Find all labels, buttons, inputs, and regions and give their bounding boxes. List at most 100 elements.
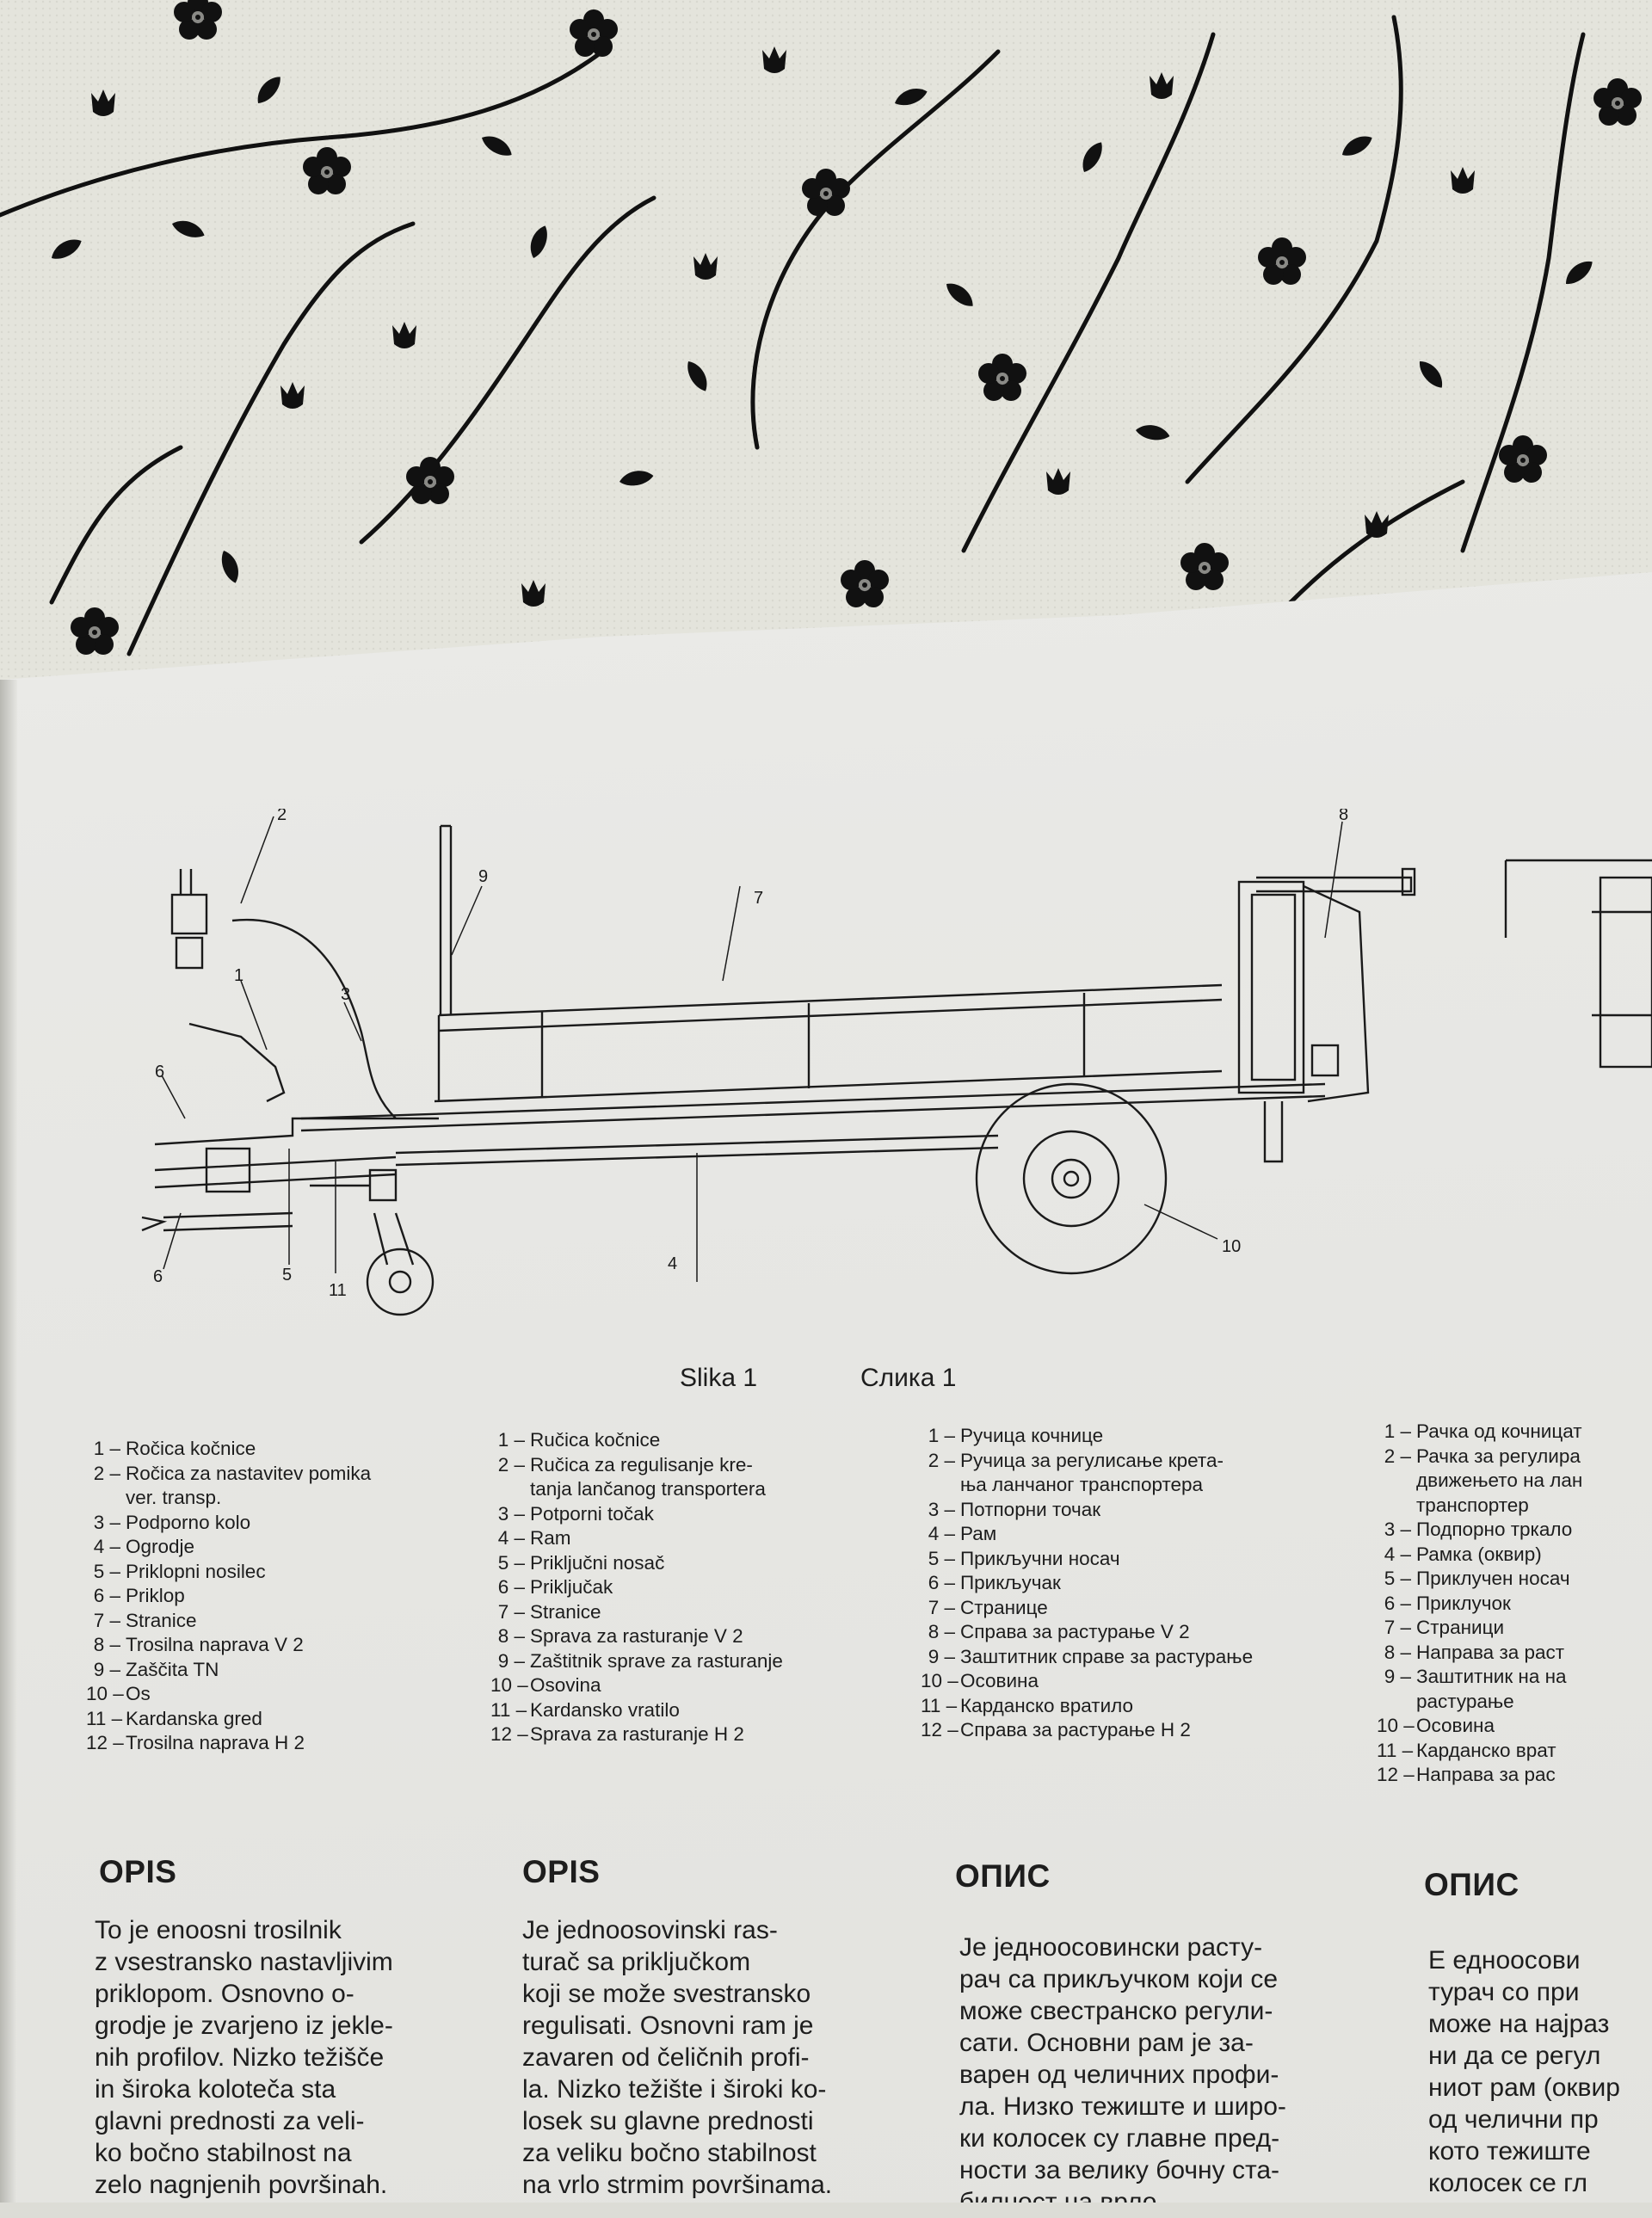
- legend-item: 7 –Stranice: [86, 1609, 371, 1634]
- legend-item-number: 7 –: [928, 1596, 955, 1618]
- legend-item-number: 5 –: [93, 1560, 120, 1582]
- legend-item-label: Potporni točak: [530, 1502, 654, 1525]
- callout-11: 11: [329, 1281, 347, 1300]
- legend-item-number: 3 –: [928, 1498, 955, 1520]
- legend-item-number: 5 –: [928, 1547, 955, 1569]
- legend-item-label: Приклучок: [1416, 1592, 1511, 1614]
- legend-item: 1 –Ručica kočnice: [490, 1428, 783, 1453]
- legend-item-label: Zaščita TN: [126, 1658, 219, 1680]
- legend-item-number: 10 –: [86, 1683, 124, 1704]
- legend-item: 4 –Рам: [921, 1522, 1253, 1547]
- legend-item: 6 –Priključak: [490, 1575, 783, 1600]
- callout-7: 7: [754, 889, 763, 908]
- legend-item-number: 9 –: [497, 1649, 525, 1672]
- legend-item-number: 1 –: [928, 1425, 955, 1446]
- legend-item-number: 11 –: [921, 1694, 958, 1716]
- legend-item: 11 –Карданско вратило: [921, 1694, 1253, 1719]
- legend-item: 3 –Potporni točak: [490, 1502, 783, 1527]
- legend-item-label: Карданско вратило: [960, 1694, 1134, 1716]
- legend-item: 4 –Рамка (оквир): [1377, 1543, 1652, 1568]
- legend-item-label: Ram: [530, 1527, 571, 1549]
- legend-item: 12 –Trosilna naprava H 2: [86, 1731, 371, 1756]
- legend-item: 10 –Осовина: [1377, 1714, 1652, 1739]
- legend-item: 8 –Справа за растурање V 2: [921, 1620, 1253, 1645]
- legend-item: 11 –Карданско врат: [1377, 1739, 1652, 1764]
- legend-item-number: 11 –: [490, 1698, 527, 1721]
- legend-item: 9 –Заштитник на на: [1377, 1665, 1652, 1690]
- legend-item-number: 6 –: [928, 1572, 955, 1593]
- legend-item-number: 4 –: [497, 1527, 525, 1549]
- body-text-line: Е едноосови: [1428, 1946, 1581, 1975]
- page-spine-shadow: [0, 680, 17, 2203]
- legend-item: 8 –Trosilna naprava V 2: [86, 1633, 371, 1658]
- legend-item: 6 –Priklop: [86, 1584, 371, 1609]
- legend-item: 12 –Sprava za rasturanje H 2: [490, 1722, 783, 1747]
- legend-item-label: Рачка за регулира: [1416, 1445, 1581, 1467]
- legend-item: 6 –Приклучок: [1377, 1592, 1652, 1617]
- legend-item-label: Рамка (оквир): [1416, 1543, 1542, 1565]
- legend-item-label: Os: [126, 1683, 151, 1704]
- body-text-line: колосек се гл: [1428, 2169, 1587, 2197]
- legend-item-number: 11 –: [1377, 1739, 1414, 1761]
- legend-item: 10 –Osovina: [490, 1673, 783, 1698]
- spreader-diagram: 2 1 3 9 7 8 6 6 5 11 4 10: [141, 809, 1652, 1316]
- body-text-line: zelo nagnjenih površinah.: [95, 2171, 388, 2199]
- legend-item-continuation: ver. transp.: [126, 1487, 222, 1508]
- body-text-line: in široka kolotečа sta: [95, 2075, 336, 2104]
- body-text-line: zavaren od čeličnih profi-: [522, 2043, 810, 2072]
- legend-item-continuation: движењето на лан: [1416, 1469, 1583, 1491]
- legend-item-number: 10 –: [1377, 1715, 1415, 1736]
- legend-item-label: Заштитник на на: [1416, 1666, 1567, 1687]
- legend-item-number: 11 –: [86, 1707, 123, 1729]
- legend-item-label: Приклучен носач: [1416, 1568, 1570, 1589]
- legend-item: 5 –Приклучен носач: [1377, 1567, 1652, 1592]
- legend-item-number: 4 –: [928, 1523, 955, 1544]
- legend-item-label: Заштитник справе за растурање: [960, 1645, 1254, 1667]
- legend-item-number: 8 –: [1384, 1641, 1411, 1663]
- section-heading-macedonian: ОПИС: [1424, 1867, 1519, 1902]
- body-text-line: To je enoosni trosilnik: [95, 1916, 342, 1944]
- body-text-line: grodje je zvarjeno iz jekle-: [95, 2012, 393, 2040]
- legend-item-number: 2 –: [928, 1449, 955, 1471]
- legend-item-number: 10 –: [921, 1670, 959, 1691]
- legend-item-label: Ročica kočnice: [126, 1438, 256, 1459]
- legend-item-number: 3 –: [1384, 1519, 1411, 1540]
- body-text-line: glavni prednosti za veli-: [95, 2107, 365, 2135]
- body-text-line: koji se može svestransko: [522, 1980, 811, 2008]
- body-text-line: turač sa priključkom: [522, 1948, 751, 1976]
- legend-item-number: 2 –: [497, 1453, 525, 1476]
- legend-item-label: Потпорни точак: [960, 1498, 1101, 1520]
- legend-item-label: Справа за растурање V 2: [960, 1621, 1190, 1642]
- legend-item-label: Ručica za regulisanje kre-: [530, 1453, 753, 1476]
- body-text-line: nih profilov. Nizko težišče: [95, 2043, 385, 2072]
- legend-item: 7 –Страници: [1377, 1616, 1652, 1641]
- body-text-line: ни да се регул: [1428, 2042, 1601, 2070]
- body-text-line: za veliku bočno stabilnost: [522, 2139, 817, 2167]
- figure-caption-cyrillic: Слика 1: [860, 1364, 957, 1392]
- legend-item: 1 –Ročica kočnice: [86, 1437, 371, 1462]
- body-text-line: regulisati. Osnovni ram je: [522, 2012, 814, 2040]
- section-heading-serbian: ОПИС: [955, 1858, 1051, 1894]
- legend-item: 1 –Ручица кочнице: [921, 1424, 1253, 1449]
- legend-item-label: Ročica za nastavitev pomika: [126, 1462, 372, 1484]
- body-text-line: ки колосек су главне пред-: [959, 2124, 1280, 2153]
- body-text-line: ниот рам (оквир: [1428, 2073, 1620, 2102]
- legend-item: 6 –Прикључак: [921, 1571, 1253, 1596]
- legend-item: 4 –Ram: [490, 1526, 783, 1551]
- legend-item-label: Ручица за регулисање крета-: [960, 1449, 1224, 1471]
- legend-item-label: Осовина: [960, 1670, 1039, 1691]
- legend-item-label: Sprava za rasturanje H 2: [530, 1723, 744, 1745]
- legend-item-label: Osovina: [530, 1674, 601, 1696]
- legend-item: 12 –Направа за рас: [1377, 1763, 1652, 1788]
- legend-item: 12 –Справа за растурање H 2: [921, 1718, 1253, 1743]
- legend-item-label: Kardanska gred: [126, 1707, 262, 1729]
- legend-item-number: 6 –: [497, 1576, 525, 1598]
- legend-item-label: Priklop: [126, 1585, 185, 1606]
- legend-item-label: Справа за растурање H 2: [960, 1719, 1191, 1741]
- legend-item: 11 –Kardansko vratilo: [490, 1698, 783, 1723]
- legend-item-number: 9 –: [93, 1658, 120, 1680]
- legend-item: 10 –Осовина: [921, 1669, 1253, 1694]
- legend-item-label: Направа за раст: [1416, 1641, 1565, 1663]
